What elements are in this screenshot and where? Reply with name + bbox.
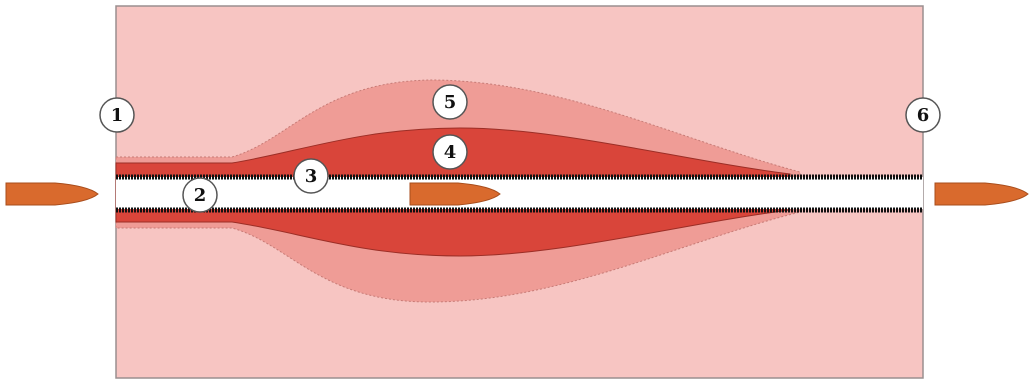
callout-5-text: 5: [444, 92, 457, 113]
bullet-icon: [6, 183, 98, 205]
wound-channel: [116, 177, 923, 209]
callout-3-text: 3: [305, 166, 318, 187]
bullet-icon: [935, 183, 1028, 205]
callout-6-text: 6: [917, 105, 930, 126]
callout-4: 4: [433, 135, 467, 169]
callout-2: 2: [183, 178, 217, 212]
callout-3: 3: [294, 159, 328, 193]
callout-2-text: 2: [194, 185, 207, 206]
callout-5: 5: [433, 85, 467, 119]
callout-1-text: 1: [111, 105, 124, 126]
callout-1: 1: [100, 98, 134, 132]
callout-4-text: 4: [444, 142, 457, 163]
callout-6: 6: [906, 98, 940, 132]
